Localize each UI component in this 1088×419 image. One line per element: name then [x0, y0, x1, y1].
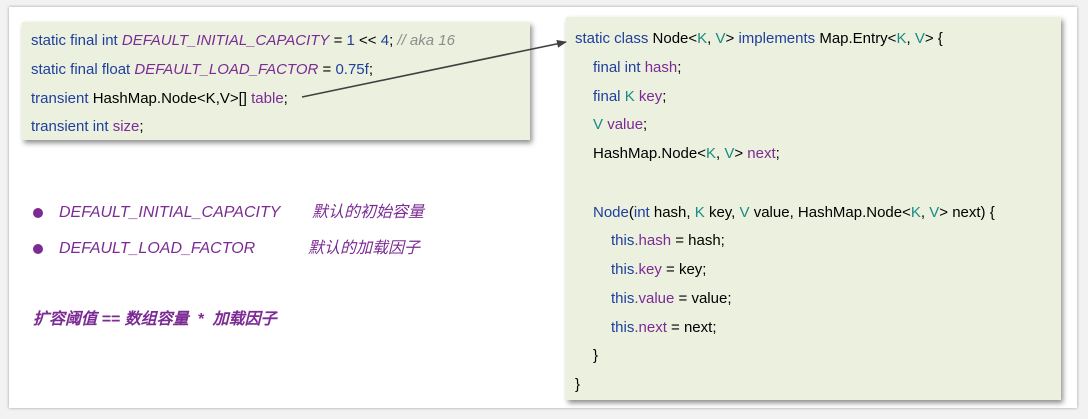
code-token: this	[611, 290, 635, 307]
threshold-formula: 扩容阈值 == 数组容量 * 加载因子	[33, 311, 277, 328]
code-token: = value;	[674, 290, 732, 307]
code-token: ;	[775, 145, 780, 162]
code-line-next-field: HashMap.Node<K, V> next;	[593, 144, 780, 164]
code-line-constructor: Node(int hash, K key, V value, HashMap.N…	[593, 203, 995, 223]
code-line-close-constructor: }	[593, 347, 599, 364]
code-line-assign-key: this.key = key;	[611, 260, 706, 280]
code-line-assign-value: this.value = value;	[611, 289, 732, 309]
code-token: K	[694, 204, 709, 221]
code-token: > {	[924, 30, 943, 47]
code-token: > next) {	[939, 204, 995, 221]
code-token: DEFAULT_LOAD_FACTOR	[134, 61, 319, 78]
code-token: final int	[593, 59, 645, 76]
code-token: ;	[662, 88, 667, 105]
bullet-dot	[33, 208, 43, 218]
code-line-close-class: }	[575, 376, 581, 393]
code-line-load-factor: static final float DEFAULT_LOAD_FACTOR =…	[31, 60, 373, 80]
code-token: transient int	[31, 118, 113, 135]
code-token: HashMap.Node<	[593, 145, 706, 162]
code-token: size	[112, 118, 140, 135]
code-line-initial-capacity: static final int DEFAULT_INITIAL_CAPACIT…	[31, 31, 455, 51]
code-token: >	[725, 30, 739, 47]
code-token: K	[624, 88, 639, 105]
code-token: this	[611, 261, 635, 278]
code-token: this	[611, 232, 635, 249]
bullet-desc-load-factor: 默认的加载因子	[308, 240, 421, 257]
code-token: static class	[575, 30, 653, 47]
code-token: = key;	[661, 261, 707, 278]
code-token: ,	[906, 30, 915, 47]
code-token: value, HashMap.Node<	[753, 204, 911, 221]
code-token: = next;	[666, 319, 717, 336]
code-token: Node<	[652, 30, 698, 47]
code-token: 4	[380, 32, 390, 49]
code-token: K	[705, 145, 716, 162]
code-line-table: transient HashMap.Node<K,V>[] table;	[31, 89, 288, 109]
code-token: 1	[346, 32, 355, 49]
code-token: Node	[593, 204, 629, 221]
code-token: this	[611, 319, 635, 336]
code-token: final	[593, 88, 625, 105]
code-token: =	[318, 61, 336, 78]
code-token: next	[747, 145, 776, 162]
code-token: .next	[634, 319, 667, 336]
code-token: V	[715, 30, 726, 47]
code-token: int	[633, 204, 654, 221]
code-token: ;	[283, 90, 288, 107]
code-line-hash-field: final int hash;	[593, 58, 681, 78]
code-token: ;	[643, 116, 648, 133]
code-token: static final int	[31, 32, 122, 49]
hashmap-fields-code-box: static final int DEFAULT_INITIAL_CAPACIT…	[22, 22, 530, 140]
bullet-name-initial-capacity: DEFAULT_INITIAL_CAPACITY	[59, 204, 281, 221]
code-token: V	[724, 145, 735, 162]
code-token: table	[251, 90, 284, 107]
code-token: ,	[716, 145, 725, 162]
code-token: >	[734, 145, 748, 162]
code-token: transient	[31, 90, 93, 107]
code-token: ,	[707, 30, 716, 47]
code-token: ;	[139, 118, 144, 135]
code-line-size: transient int size;	[31, 117, 144, 137]
code-token: = hash;	[671, 232, 725, 249]
code-token: 0.75f	[335, 61, 369, 78]
code-token: key	[638, 88, 663, 105]
code-token: V	[914, 30, 925, 47]
code-token: (	[628, 204, 634, 221]
code-token: ;	[368, 61, 373, 78]
code-line-value-field: V value;	[593, 115, 647, 135]
bullet-desc-initial-capacity: 默认的初始容量	[312, 204, 425, 221]
code-token: ,	[920, 204, 930, 221]
code-token: DEFAULT_INITIAL_CAPACITY	[121, 32, 330, 49]
code-token: static final float	[31, 61, 135, 78]
code-token: .key	[634, 261, 662, 278]
code-token: hash,	[653, 204, 695, 221]
code-token: V	[593, 116, 608, 133]
code-line-assign-next: this.next = next;	[611, 318, 717, 338]
code-token: Map.Entry<	[819, 30, 897, 47]
code-line-key-field: final K key;	[593, 87, 666, 107]
node-class-code-box: static class Node<K, V> implements Map.E…	[566, 17, 1061, 400]
code-token: value	[607, 116, 644, 133]
bullet-dot	[33, 244, 43, 254]
code-token: .hash	[634, 232, 672, 249]
bullet-name-load-factor: DEFAULT_LOAD_FACTOR	[59, 240, 256, 257]
code-line-assign-hash: this.hash = hash;	[611, 231, 725, 251]
code-token: =	[329, 32, 347, 49]
code-comment: // aka 16	[397, 32, 455, 49]
code-token: ;	[389, 32, 398, 49]
code-token: K	[896, 30, 907, 47]
code-token: K	[910, 204, 921, 221]
code-token: HashMap.Node<K,V>[]	[92, 90, 252, 107]
code-token: implements	[738, 30, 820, 47]
code-token: K	[697, 30, 708, 47]
code-line-class-decl: static class Node<K, V> implements Map.E…	[575, 29, 943, 49]
code-token: .value	[634, 290, 675, 307]
code-token: V	[739, 204, 754, 221]
code-token: hash	[644, 59, 678, 76]
code-token: ;	[677, 59, 682, 76]
code-token: key,	[708, 204, 740, 221]
code-token: V	[929, 204, 940, 221]
code-token: <<	[354, 32, 381, 49]
